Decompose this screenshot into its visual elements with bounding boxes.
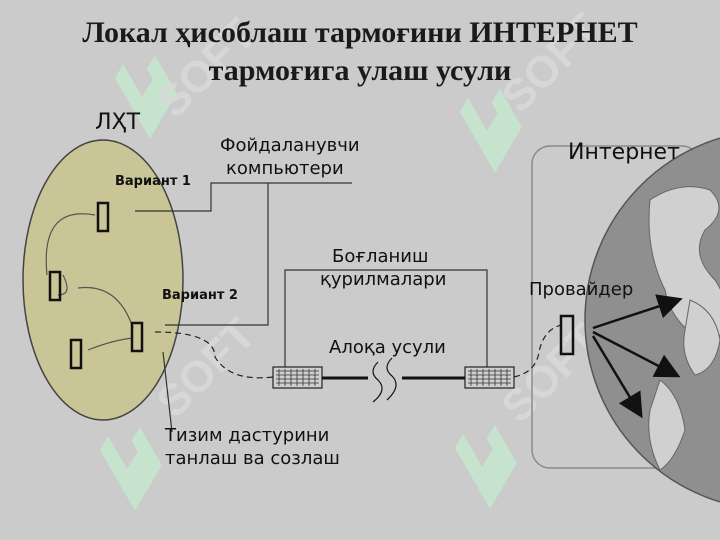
variant2-label: Вариант 2 xyxy=(162,288,238,303)
modem-icon-right xyxy=(464,366,515,389)
variant1-label: Вариант 1 xyxy=(115,174,191,189)
software-setup-label-line2: танлаш ва созлаш xyxy=(165,448,340,469)
computer-icon xyxy=(48,270,62,302)
user-computer-label: Фойдаланувчи компьютери xyxy=(220,134,360,180)
computer-icon xyxy=(96,201,110,233)
devices-bracket xyxy=(284,269,488,368)
lan-label: ЛҲТ xyxy=(95,110,141,135)
variant2-leader xyxy=(165,183,269,326)
page-title-line2: тармоғига улаш усули xyxy=(208,54,512,87)
modem-icon-left xyxy=(272,366,323,389)
communication-line xyxy=(322,357,465,403)
computer-icon xyxy=(69,338,83,370)
software-setup-label: Тизим дастурини танлаш ва созлаш xyxy=(165,424,340,470)
globe-icon xyxy=(584,137,720,503)
user-computer-label-line2: компьютери xyxy=(226,158,344,179)
connection-devices-label: Боғланиш қурилмалари xyxy=(320,245,446,291)
communication-method-label: Алоқа усули xyxy=(329,337,446,358)
variant1-leader xyxy=(135,182,352,212)
computer-icon xyxy=(130,321,144,353)
software-leader xyxy=(162,351,173,433)
lan-dashed-link xyxy=(154,331,274,379)
page-title: Локал ҳисоблаш тармоғини ИНТЕРНЕТ тармоғ… xyxy=(0,14,720,90)
page-title-line1: Локал ҳисоблаш тармоғини ИНТЕРНЕТ xyxy=(82,16,638,49)
provider-label: Провайдер xyxy=(529,279,634,300)
connection-devices-label-line2: қурилмалари xyxy=(320,269,447,290)
user-computer-label-line1: Фойдаланувчи xyxy=(220,135,360,156)
lan-links xyxy=(45,213,134,351)
provider-arrows xyxy=(591,294,683,419)
provider-computer-icon xyxy=(559,314,575,356)
watermark-logos xyxy=(100,55,522,511)
connection-devices-label-line1: Боғланиш xyxy=(332,246,429,267)
internet-label: Интернет xyxy=(568,140,680,165)
lan-computers xyxy=(48,201,144,370)
provider-dashed-link xyxy=(513,323,567,378)
software-setup-label-line1: Тизим дастурини xyxy=(165,425,330,446)
